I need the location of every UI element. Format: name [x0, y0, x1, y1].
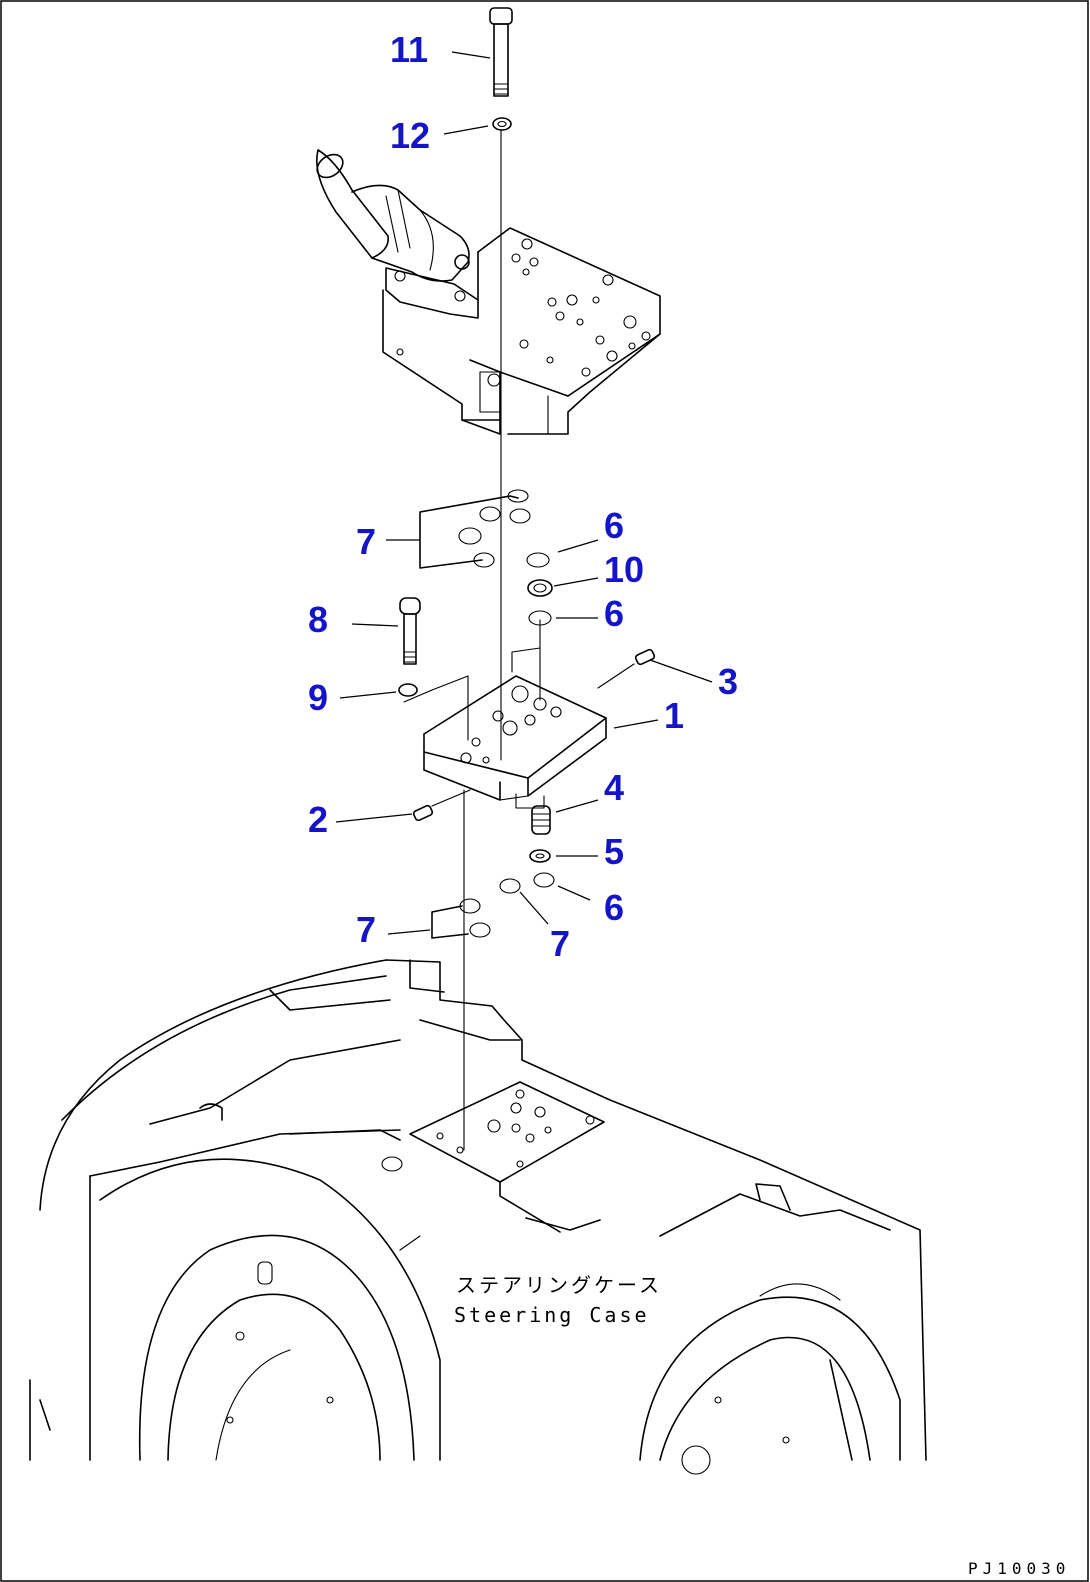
bolt-part-8: [399, 597, 421, 665]
callout-3: 3: [718, 661, 738, 702]
callout-1: 1: [664, 695, 684, 736]
drawing-code: PJ10030: [968, 1559, 1070, 1578]
callout-5: 5: [604, 831, 624, 872]
valve-body-part-1: [423, 647, 607, 809]
callout-labels: 11 12 7 6 10 6 8 9 3 1 2 4 5 6 7 7: [308, 29, 738, 964]
upper-valve-assembly: [316, 149, 661, 435]
case-label-japanese: ステアリングケース: [456, 1273, 662, 1297]
callout-4: 4: [604, 767, 624, 808]
o-ring-part-6-upper: [526, 552, 550, 568]
o-ring-part-6-lower: [533, 872, 555, 888]
callout-10: 10: [604, 549, 644, 590]
callout-11: 11: [390, 29, 428, 70]
callout-6-upper: 6: [604, 505, 624, 546]
washer-part-5: [529, 849, 551, 863]
case-label-english: Steering Case: [454, 1303, 650, 1327]
callout-7-upper: 7: [356, 521, 376, 562]
callout-7-right: 7: [550, 923, 570, 964]
o-ring-part-7-right: [499, 878, 521, 894]
gasket-part-7-upper: [419, 489, 531, 569]
spring-part-4: [531, 805, 551, 835]
callout-6-lower: 6: [604, 887, 624, 928]
washer-part-12: [492, 117, 512, 131]
plug-part-2: [412, 789, 471, 822]
callout-9: 9: [308, 677, 328, 718]
callout-7-lower: 7: [356, 909, 376, 950]
o-ring-part-6-middle: [528, 610, 552, 626]
washer-part-9: [398, 675, 469, 741]
gasket-part-7-lower: [431, 898, 491, 939]
steering-case: [29, 959, 927, 1475]
plug-part-3: [597, 648, 656, 689]
leader-lines: [335, 51, 713, 935]
bolt-part-11: [489, 7, 513, 97]
callout-12: 12: [390, 115, 430, 156]
callout-8: 8: [308, 599, 328, 640]
callout-2: 2: [308, 799, 328, 840]
spring-seat-part-10: [527, 579, 553, 597]
callout-6-middle: 6: [604, 593, 624, 634]
